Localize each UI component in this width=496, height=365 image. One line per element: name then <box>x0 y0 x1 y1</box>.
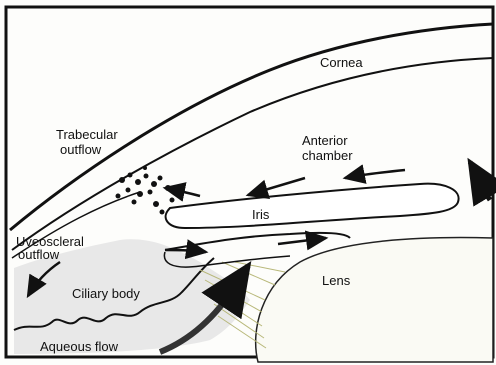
trabecular-meshwork <box>116 166 175 215</box>
label-ciliary-body: Ciliary body <box>72 287 140 301</box>
posterior-chamber-line <box>165 233 350 250</box>
label-lens: Lens <box>322 274 350 288</box>
label-trabecular: Trabecular <box>56 128 118 142</box>
label-trabecular-outflow: outflow <box>60 143 101 157</box>
label-anterior: Anterior <box>302 134 348 148</box>
label-cornea: Cornea <box>320 56 363 70</box>
label-aqueous-flow: Aqueous flow <box>40 340 118 354</box>
flow-arrow-posterior-2 <box>278 238 326 244</box>
label-iris: Iris <box>252 208 269 222</box>
label-chamber: chamber <box>302 149 353 163</box>
flow-arrow-pupil <box>470 162 490 200</box>
flow-arrow-anterior-1 <box>345 170 405 178</box>
iris-shape <box>166 184 459 228</box>
lens-shape <box>256 238 493 362</box>
label-uveoscleral-outflow: outflow <box>18 248 59 262</box>
flow-arrow-anterior-2 <box>248 178 305 195</box>
flow-arrow-to-trabecular <box>165 188 200 196</box>
